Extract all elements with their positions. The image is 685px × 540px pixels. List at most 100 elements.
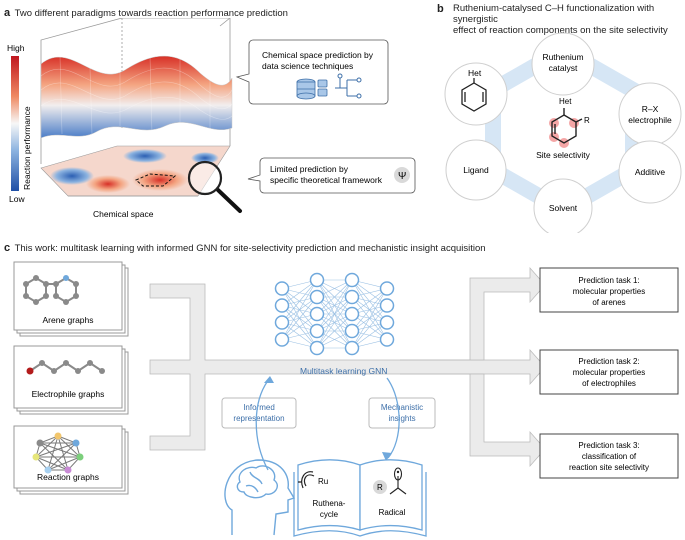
nn-edge [351,288,388,332]
network-tree-icon [335,73,362,99]
nn-edge [281,296,318,340]
magnifier-icon [187,160,242,213]
graph-card-electrophile-label: Electrophile graphs [32,389,105,399]
database-icon [296,78,328,100]
task3-line: Prediction task 3: [578,441,639,450]
task3-line: reaction site selectivity [569,463,649,472]
neural-network-icon [274,272,395,356]
nn-node [379,315,395,330]
prediction-task-2: Prediction task 2: molecular properties … [539,349,679,395]
nn-edge [316,296,353,349]
psi-symbol: Ψ [398,171,406,182]
prediction-task-3: Prediction task 3: classification of rea… [539,433,679,479]
graph-card-arene-label: Arene graphs [42,315,93,325]
panel-a-label: a [4,7,11,19]
nn-node [379,281,395,296]
nn-edge [316,279,353,349]
node-het-arene: Het [444,62,508,126]
node-rx-line: electrophile [628,115,672,125]
colorbar-low-label: Low [9,194,25,204]
informed-line: Informed [243,403,275,412]
node-het-label: Het [468,68,482,78]
callout-top: Chemical space prediction by data scienc… [235,39,389,105]
nn-node [344,272,360,288]
mechanistic-line: insights [388,414,415,423]
nn-node [379,298,395,313]
nn-edge [351,288,388,349]
x-axis-label: Chemical space [93,209,154,219]
mechanistic-line: Mechanistic [381,403,423,412]
panel-b-title-line1: Ruthenium-catalysed C–H functionalizatio… [453,3,655,25]
task3-line: classification of [582,452,637,461]
task2-line: Prediction task 2: [578,357,639,366]
center-site-selectivity: Het R Site selectivity [536,97,591,160]
nn-edge [316,279,353,315]
nn-node [309,272,325,288]
callout-bottom-text: Limited prediction by specific theoretic… [270,164,383,185]
nn-edge [316,279,353,332]
book-left-line: Ruthena- [313,499,346,508]
callout-top-line: data science techniques [262,61,353,71]
arrowhead-down-icon [382,452,392,461]
task1-line: molecular properties [573,287,645,296]
graph-card-reaction: Reaction graphs [13,425,129,495]
task2-line: molecular properties [573,368,645,377]
node-ligand: Ligand [445,139,507,201]
node-ruthenium-line: Ruthenium [542,52,583,62]
node-additive-label: Additive [635,167,666,177]
nn-edge [281,279,318,340]
book-ru-label: Ru [318,477,328,486]
node-solvent-label: Solvent [549,203,578,213]
nn-node [309,323,325,339]
book-left-line: cycle [320,510,339,519]
nn-node [274,332,290,347]
nn-node [379,332,395,347]
colorbar-high-label: High [7,43,25,53]
floor-projection [40,145,231,197]
center-het-label: Het [559,97,572,106]
nn-edge [351,305,388,349]
panel-b-title-line2: effect of reaction components on the sit… [453,25,668,36]
nn-node [344,289,360,305]
node-ruthenium-line: catalyst [549,63,578,73]
nn-node [309,340,325,356]
nn-node [344,306,360,322]
task2-line: of electrophiles [582,379,636,388]
performance-surface [40,52,233,139]
nn-node [344,323,360,339]
nn-node [274,298,290,313]
arrowhead-up-icon [264,376,274,383]
panel-c-label: c [4,242,11,254]
panel-b-label: b [437,3,444,15]
callout-top-text: Chemical space prediction by data scienc… [262,50,375,71]
panel-b-figure: Ruthenium catalyst R–X electrophile Addi… [444,32,682,233]
panel-a-title: Two different paradigms towards reaction… [14,8,288,19]
panel-c-title: This work: multitask learning with infor… [14,243,486,254]
nn-edge [281,279,318,323]
task1-line: of arenes [592,298,625,307]
graph-card-arene: Arene graphs [13,261,129,337]
mechanistic-insights-box: Mechanistic insights [368,397,436,429]
panel-c-figure: Arene graphs Electrophile graphs [13,261,679,537]
nn-node [309,306,325,322]
callout-bottom: Limited prediction by specific theoretic… [247,157,416,194]
y-axis-label: Reaction performance [22,106,32,190]
nn-node [309,289,325,305]
book-right-caption: Radical [379,508,406,517]
open-book-icon: Ru Ruthena- cycle R Radical [293,459,427,537]
radical-r-circle [373,480,387,494]
node-additive: Additive [618,140,682,204]
nn-node [274,315,290,330]
nn-edge [316,313,353,349]
panel-c-header: c This work: multitask learning with inf… [4,238,486,256]
colorbar: High Low Reaction performance [7,43,32,204]
benzene-icon [461,78,487,112]
callout-top-line: Chemical space prediction by [262,50,374,60]
center-benzene-icon [551,108,583,144]
panel-a-figure: High Low Reaction performance Chemical s… [7,18,416,219]
nn-node [274,281,290,296]
node-solvent: Solvent [533,178,593,233]
informed-line: representation [233,414,284,423]
callout-bottom-line: Limited prediction by [270,164,349,174]
task1-line: Prediction task 1: [578,276,639,285]
